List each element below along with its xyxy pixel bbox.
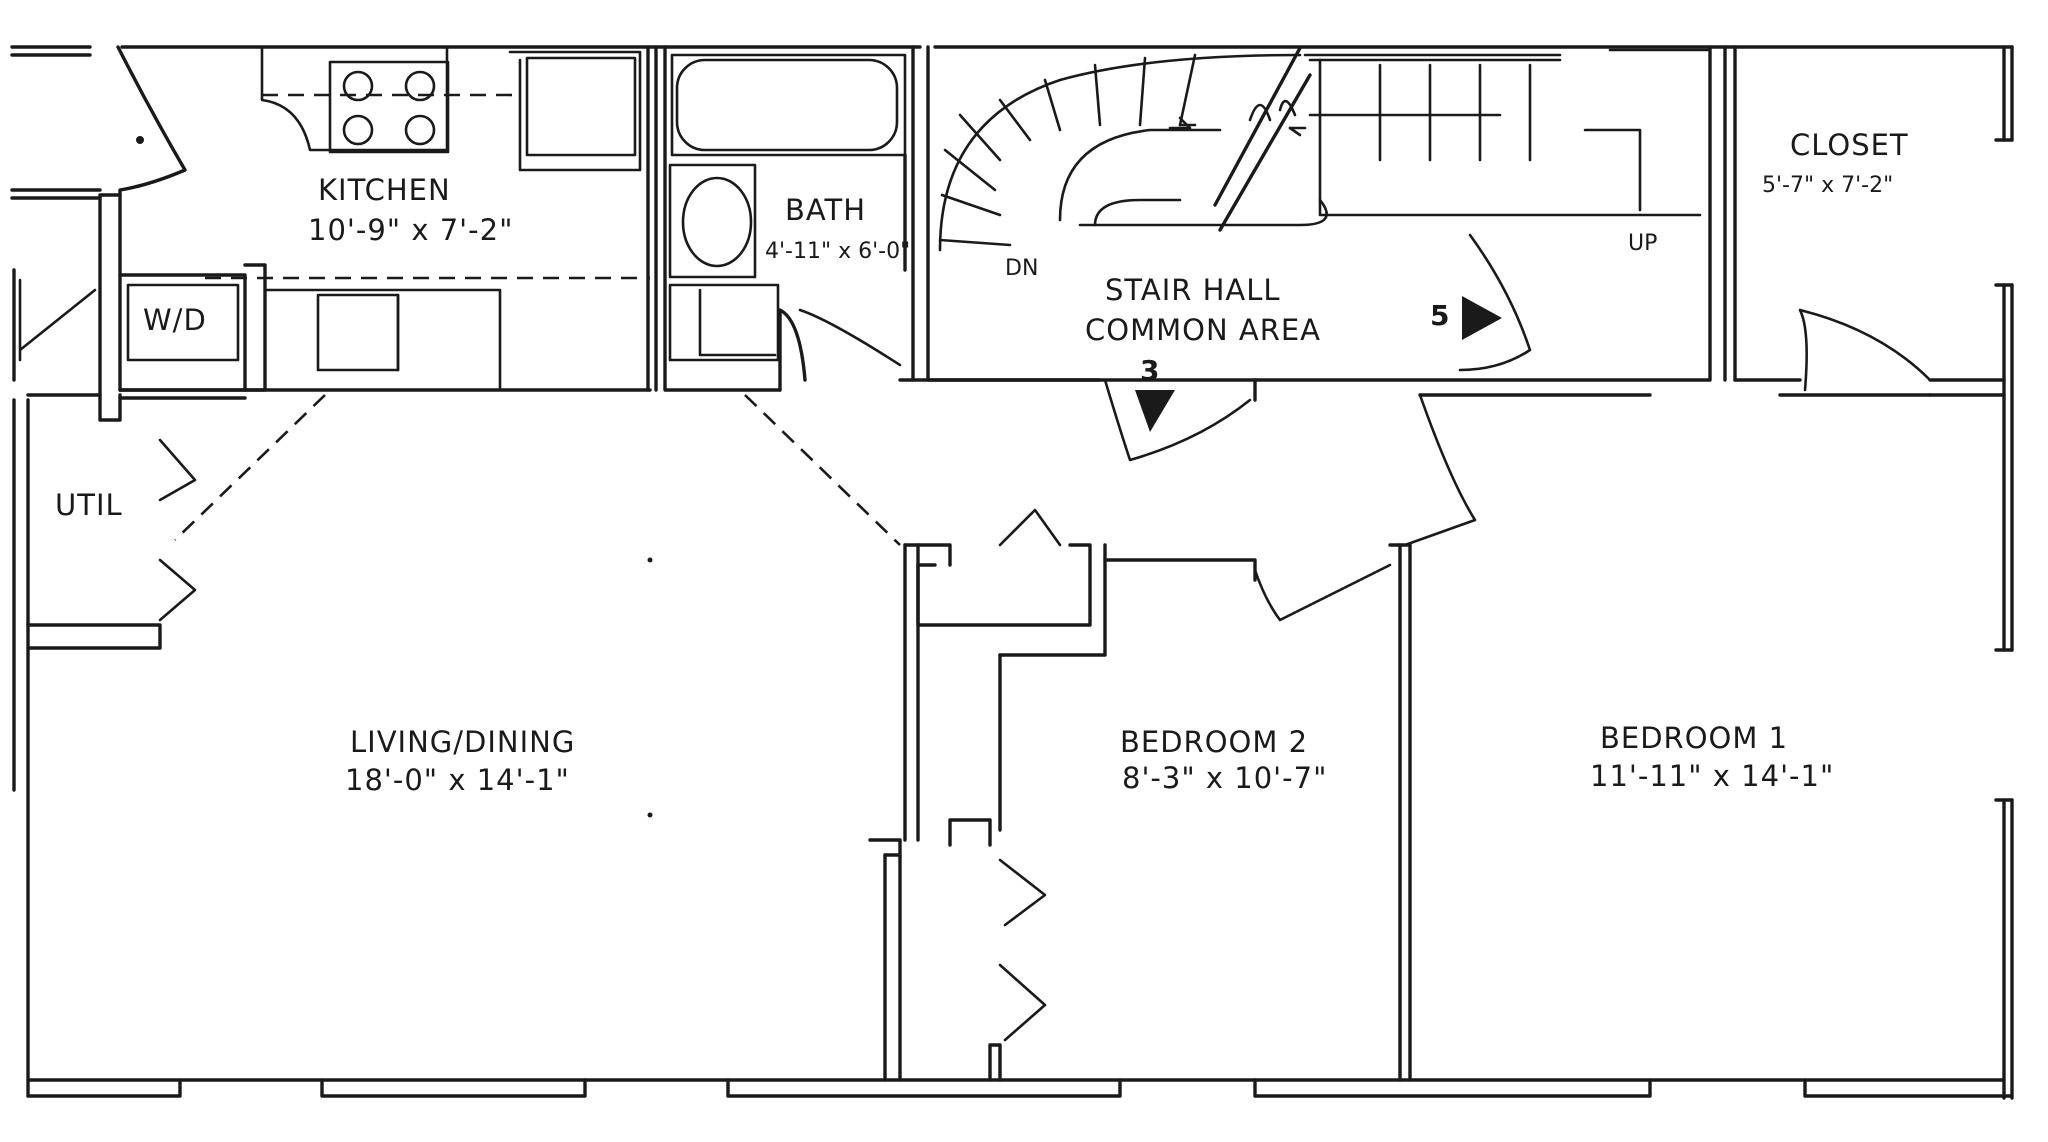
outer-walls [10,45,2014,1100]
marker-3-label: 3 [1140,354,1159,387]
stair-hall-name: STAIR HALL [1105,273,1281,307]
living-dining-name: LIVING/DINING [350,725,575,759]
washer-dryer [126,283,240,362]
bedroom1-name: BEDROOM 1 [1600,721,1788,755]
bath-dims: 4'-11" x 6'-0" [765,239,910,264]
washer-dryer-label: W/D [143,303,207,337]
marker-3-arrow-icon [1135,390,1175,432]
closet-area [1723,45,2006,397]
marker-5-arrow-icon [1462,296,1502,340]
closet-name: CLOSET [1790,128,1909,162]
living-dining-dims: 18'-0" x 14'-1" [345,763,570,797]
stair-up-label: UP [1628,231,1657,256]
view-markers: 3 5 [1135,296,1502,432]
kitchen-area [10,45,658,400]
bath-name: BATH [785,193,866,227]
interior-walls [26,393,1932,1082]
bedroom2-dims: 8'-3" x 10'-7" [1122,761,1327,795]
stair-hall-area [898,45,1712,462]
stair-hall-sub: COMMON AREA [1085,313,1321,347]
bath-area [663,45,915,392]
room-labels: KITCHEN 10'-9" x 7'-2" BATH 4'-11" x 6'-… [55,128,1909,797]
stair-down-label: DN [1005,256,1038,281]
closet-dims: 5'-7" x 7'-2" [1762,173,1893,198]
bedroom1-dims: 11'-11" x 14'-1" [1590,759,1834,793]
kitchen-dims: 10'-9" x 7'-2" [308,213,513,247]
marker-5-label: 5 [1430,299,1449,332]
kitchen-name: KITCHEN [318,173,451,207]
stove [328,60,450,154]
bedroom2-name: BEDROOM 2 [1120,725,1308,759]
util-name: UTIL [55,488,123,522]
